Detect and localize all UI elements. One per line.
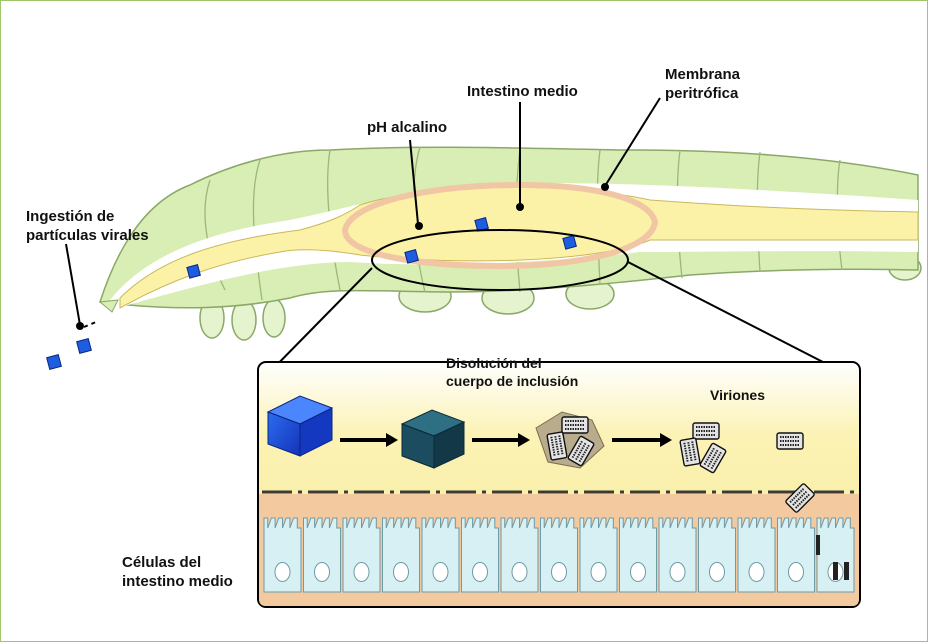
- label-cells-line2: intestino medio: [122, 573, 233, 590]
- midgut-cell: [462, 518, 499, 592]
- midgut-cell: [304, 518, 341, 592]
- label-midgut: Intestino medio: [467, 83, 578, 100]
- midgut-cell: [422, 518, 459, 592]
- cell-nucleus: [275, 563, 290, 582]
- midgut-cell: [264, 518, 301, 592]
- midgut-cell: [343, 518, 380, 592]
- virion-in-cell: [833, 562, 838, 580]
- cell-nucleus: [512, 563, 527, 582]
- larva: [100, 147, 921, 340]
- label-ingestion-line2: partículas virales: [26, 227, 149, 244]
- label-ph: pH alcalino: [367, 119, 447, 136]
- label-membrane-line1: Membrana: [665, 66, 741, 83]
- label-virions: Viriones: [710, 387, 765, 403]
- midgut-cell: [817, 518, 854, 592]
- midgut-cell: [778, 518, 815, 592]
- larva-mouth: [100, 300, 118, 312]
- virion: [693, 423, 719, 439]
- midgut-cells: [264, 518, 854, 592]
- midgut-inset: [258, 362, 860, 607]
- cell-nucleus: [710, 563, 725, 582]
- cell-nucleus: [394, 563, 409, 582]
- label-dissolution-line2: cuerpo de inclusión: [446, 373, 578, 389]
- particle: [77, 339, 92, 354]
- cell-nucleus: [749, 563, 764, 582]
- midgut-cell: [580, 518, 617, 592]
- label-dissolution-line1: Disolución del: [446, 355, 542, 371]
- particle: [47, 355, 62, 370]
- particle: [405, 250, 418, 263]
- virion: [562, 417, 588, 433]
- midgut-cell: [659, 518, 696, 592]
- cell-nucleus: [789, 563, 804, 582]
- midgut-cell: [620, 518, 657, 592]
- particle: [187, 265, 200, 278]
- cell-nucleus: [473, 563, 488, 582]
- midgut-cell: [738, 518, 775, 592]
- midgut-cell: [501, 518, 538, 592]
- label-cells-line1: Células del: [122, 554, 201, 571]
- cell-nucleus: [354, 563, 369, 582]
- cell-nucleus: [591, 563, 606, 582]
- particle: [563, 236, 576, 249]
- virion: [777, 433, 803, 449]
- cell-nucleus: [315, 563, 330, 582]
- cell-nucleus: [670, 563, 685, 582]
- virion-in-cell: [844, 562, 849, 580]
- cell-nucleus: [631, 563, 646, 582]
- midgut-cell: [699, 518, 736, 592]
- cell-nucleus: [433, 563, 448, 582]
- particle: [475, 218, 488, 231]
- cell-nucleus: [552, 563, 567, 582]
- virion-in-cell: [816, 535, 820, 555]
- label-ingestion-line1: Ingestión de: [26, 208, 114, 225]
- midgut-cell: [541, 518, 578, 592]
- label-membrane-line2: peritrófica: [665, 85, 739, 102]
- midgut-cell: [383, 518, 420, 592]
